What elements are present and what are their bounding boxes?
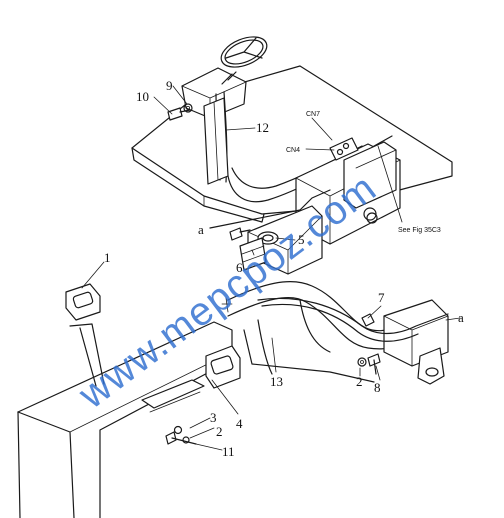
callout-7: 7 xyxy=(378,290,385,305)
connector-cn7: CN7 xyxy=(306,111,320,118)
callout-6: 6 xyxy=(236,260,243,275)
mounting-bracket-assembly xyxy=(153,85,403,275)
callout-2-right: 2 xyxy=(356,374,363,389)
callout-13: 13 xyxy=(270,374,283,389)
callout-2-left: 2 xyxy=(216,424,223,439)
callout-10: 10 xyxy=(136,89,149,104)
callout-8: 8 xyxy=(374,380,381,395)
callout-9: 9 xyxy=(166,78,173,93)
callout-a-top: a xyxy=(198,222,204,237)
connector-cn4: CN4 xyxy=(286,147,300,154)
dashboard-assembly xyxy=(131,36,453,223)
callout-1: 1 xyxy=(104,250,111,265)
callout-3: 3 xyxy=(210,410,217,425)
callout-5: 5 xyxy=(298,232,305,247)
callout-a-right: a xyxy=(458,310,464,325)
fender-frame-assembly xyxy=(17,261,461,518)
callout-12: 12 xyxy=(256,120,269,135)
callout-4: 4 xyxy=(236,416,243,431)
see-figure-reference: See Fig 35C3 xyxy=(398,227,441,234)
callout-11: 11 xyxy=(222,444,235,459)
